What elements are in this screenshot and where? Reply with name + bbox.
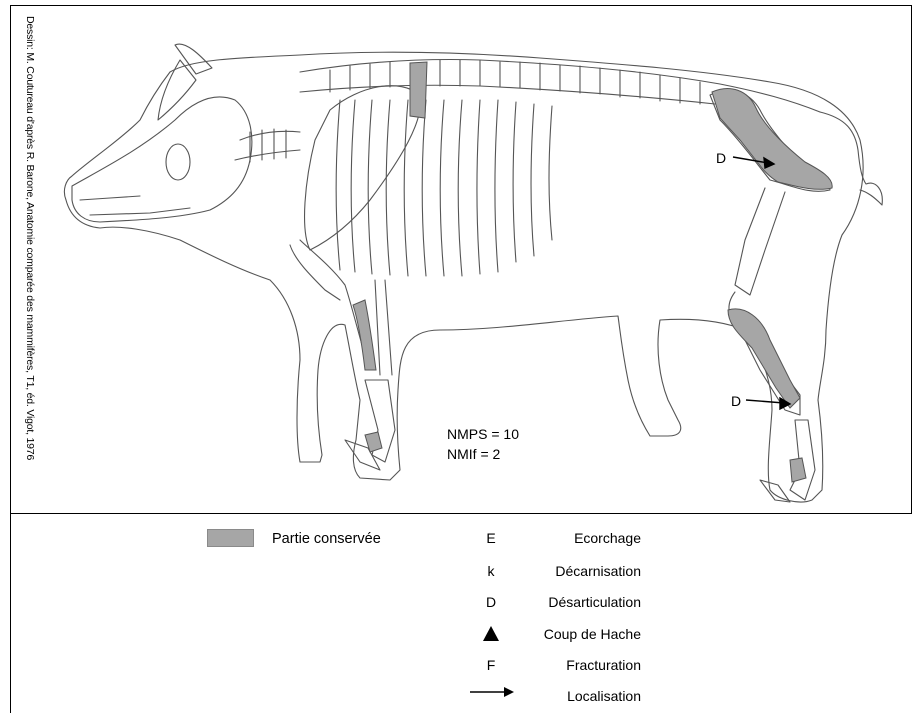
arrow-lower — [746, 400, 784, 403]
skull-outline — [72, 97, 252, 222]
legend-code-d: D — [478, 594, 504, 610]
preserved-swatch — [207, 529, 254, 547]
foreleg-outline — [290, 240, 362, 345]
annotation-d-lower: D — [731, 393, 741, 409]
legend-code-e: E — [478, 530, 504, 546]
legend-label-fracturation: Fracturation — [566, 657, 641, 673]
preserved-pelvis — [712, 89, 832, 190]
preserved-vertebra — [410, 62, 427, 118]
scapula-outline — [305, 86, 421, 250]
legend-code-f: F — [478, 657, 504, 673]
nmps-count: NMPS = 10 — [447, 426, 519, 442]
legend-label-ecorchage: Ecorchage — [574, 530, 641, 546]
legend-code-k: k — [478, 563, 504, 579]
annotation-d-upper: D — [716, 150, 726, 166]
preserved-hind-foot — [790, 458, 806, 482]
tail-outline — [820, 112, 882, 205]
nmif-count: NMIf = 2 — [447, 446, 500, 462]
preserved-radius — [353, 300, 376, 370]
preserved-front-foot — [365, 432, 382, 452]
triangle-icon — [483, 626, 499, 641]
legend-label-desarticulation: Désarticulation — [548, 594, 641, 610]
legend-label-localisation: Localisation — [567, 688, 641, 704]
legend-label-coup-de-hache: Coup de Hache — [544, 626, 641, 642]
preserved-swatch-label: Partie conservée — [272, 531, 381, 547]
ear-outline — [175, 44, 212, 74]
legend-label-decarnisation: Décarnisation — [555, 563, 641, 579]
ribcage-outline — [336, 100, 552, 276]
arrow-icon — [470, 687, 514, 697]
